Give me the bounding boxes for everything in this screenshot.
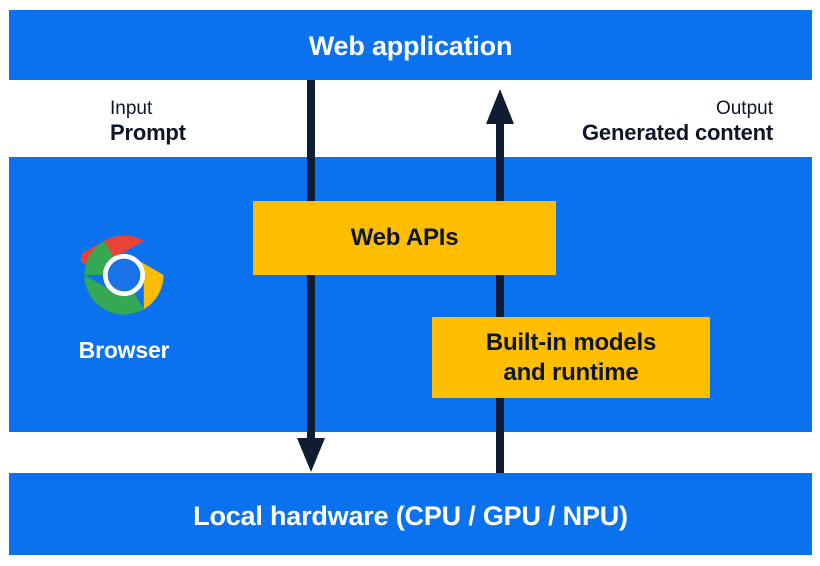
layer-browser-label: Browser	[78, 337, 170, 363]
component-builtin-models[interactable]: Built-in models and runtime	[432, 317, 710, 398]
component-web-apis[interactable]: Web APIs	[253, 201, 556, 275]
layer-local-hardware-label: Local hardware (CPU / GPU / NPU)	[193, 501, 628, 531]
layer-web-application: Web application	[9, 10, 812, 80]
flow-label-input: Input Prompt	[110, 97, 186, 147]
chrome-logo-icon	[81, 235, 164, 315]
browser-identity: Browser	[50, 232, 198, 364]
flow-input-value: Prompt	[110, 120, 186, 146]
flow-input-kind: Input	[110, 98, 153, 119]
component-builtin-models-label: Built-in models and runtime	[485, 328, 657, 386]
flow-output-kind: Output	[715, 98, 773, 119]
flow-label-output: Output Generated content	[582, 97, 773, 147]
layer-local-hardware: Local hardware (CPU / GPU / NPU)	[9, 473, 812, 555]
layer-web-application-label: Web application	[308, 31, 513, 61]
flow-output-value: Generated content	[582, 120, 773, 146]
component-web-apis-label: Web APIs	[350, 224, 459, 251]
